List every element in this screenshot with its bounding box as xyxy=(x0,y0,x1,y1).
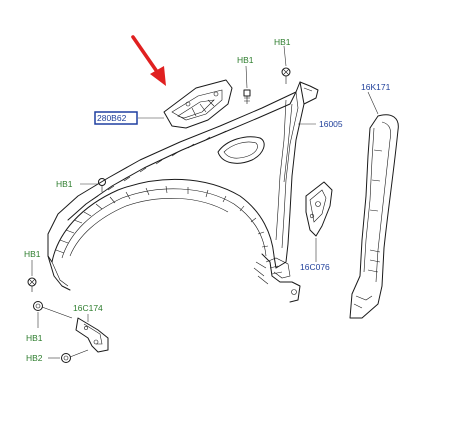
fastener-hb1-left[interactable] xyxy=(98,178,106,193)
fastener-hb1-bottom[interactable] xyxy=(33,301,73,319)
part-16c174-bracket[interactable] xyxy=(75,317,109,353)
label-hb1-lower-left: HB1 xyxy=(24,249,41,259)
leader-lines xyxy=(31,45,379,359)
front-fender xyxy=(47,81,319,303)
label-hb1-top-mid: HB1 xyxy=(237,55,254,65)
label-16k171[interactable]: 16K171 xyxy=(361,82,391,92)
label-16c174[interactable]: 16C174 xyxy=(73,303,103,313)
fastener-hb1-top-right[interactable] xyxy=(281,67,291,84)
fastener-hb1-top-mid[interactable] xyxy=(243,89,251,104)
part-280b62-bracket[interactable] xyxy=(163,79,233,129)
label-16005[interactable]: 16005 xyxy=(319,119,343,129)
fastener-hb2-bottom[interactable] xyxy=(61,349,89,363)
label-hb1-left: HB1 xyxy=(56,179,73,189)
part-16k171-liner[interactable] xyxy=(349,114,399,319)
fastener-hb1-lower-left[interactable] xyxy=(27,277,37,292)
label-280b62[interactable]: 280B62 xyxy=(97,113,127,123)
label-hb1-bottom: HB1 xyxy=(26,333,43,343)
red-arrow-icon xyxy=(131,35,166,86)
label-hb1-top-right: HB1 xyxy=(274,37,291,47)
label-16c076[interactable]: 16C076 xyxy=(300,262,330,272)
label-hb2-bottom: HB2 xyxy=(26,353,43,363)
highlight-box xyxy=(94,111,138,125)
part-16c076-bracket[interactable] xyxy=(305,181,333,237)
